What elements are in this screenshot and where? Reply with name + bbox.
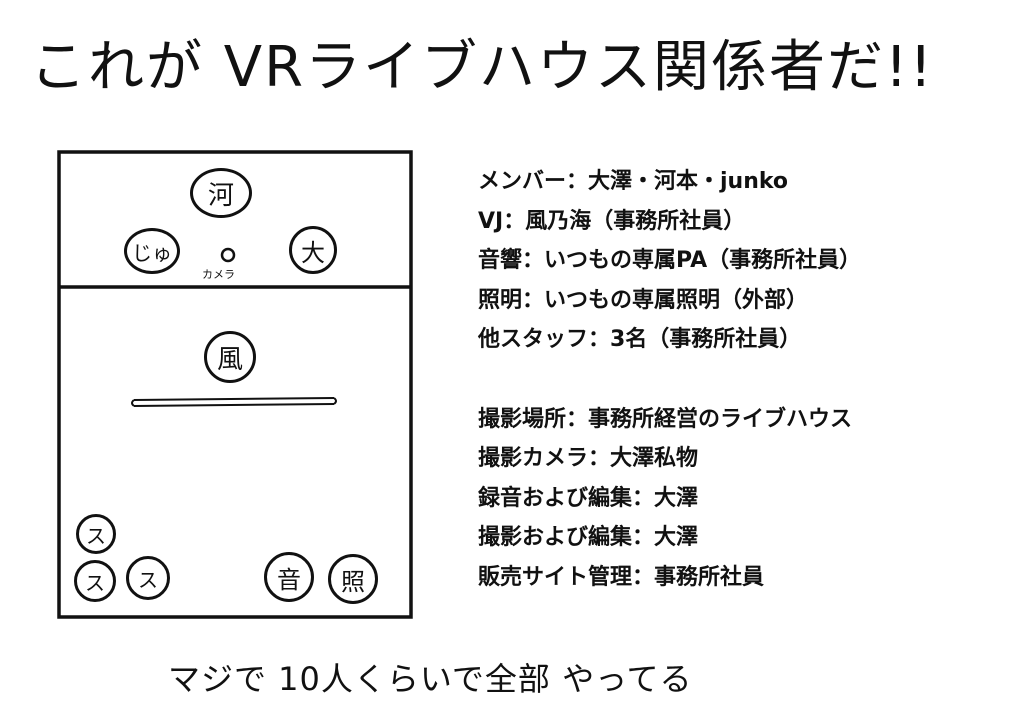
camera-icon [220, 247, 236, 263]
info-spacer [478, 360, 1008, 400]
info-line: メンバー：大澤・河本・junko [478, 169, 789, 194]
vj-node: 風 [204, 331, 256, 383]
info-line: 撮影および編集：大澤 [478, 525, 699, 550]
camera-label: カメラ [202, 268, 235, 281]
venue-outline [57, 150, 413, 619]
staff-node-3: ス [126, 556, 170, 600]
member-node-kawamoto: 河 [190, 168, 252, 218]
info-line: 音響：いつもの専属PA（事務所社員） [478, 248, 862, 273]
info-line: 他スタッフ：3名（事務所社員） [478, 327, 802, 352]
sound-node: 音 [264, 552, 314, 602]
staff-info-list: メンバー：大澤・河本・junko VJ：風乃海（事務所社員） 音響：いつもの専属… [478, 162, 1008, 597]
vj-desk-line-bottom [133, 403, 335, 407]
footer-note: マジで 10人くらいで全部 やってる [168, 660, 693, 698]
info-line: 販売サイト管理：事務所社員 [478, 564, 765, 590]
info-line: 照明：いつもの専属照明（外部） [478, 287, 809, 313]
info-line: 撮影場所：事務所経営のライブハウス [478, 406, 853, 432]
info-line: 撮影カメラ：大澤私物 [478, 446, 699, 471]
venue-diagram: 河 じゅ 大 カメラ 風 ス ス ス 音 照 [56, 148, 416, 620]
vj-desk-end-right [333, 397, 337, 405]
vj-desk-end-left [131, 399, 135, 407]
info-line: VJ：風乃海（事務所社員） [478, 208, 746, 234]
lighting-node: 照 [328, 554, 378, 604]
member-node-osawa: 大 [289, 226, 337, 274]
member-node-junko: じゅ [124, 228, 180, 274]
info-line: 録音および編集：大澤 [478, 485, 699, 511]
page-title: これが VRライブハウス関係者だ!! [30, 35, 934, 100]
vj-desk-line-top [133, 397, 335, 401]
venue-border [57, 150, 413, 619]
staff-node-2: ス [74, 560, 116, 602]
staff-node-1: ス [76, 514, 116, 554]
